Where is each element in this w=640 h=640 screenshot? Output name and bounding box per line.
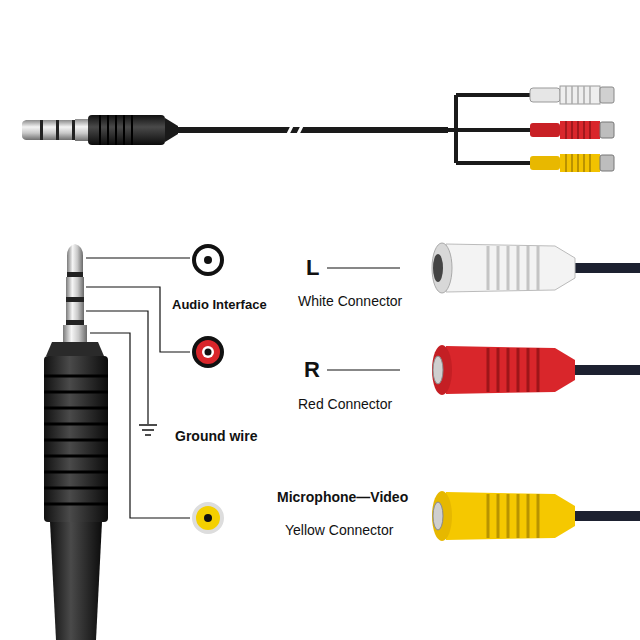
ground-symbol-part (145, 434, 151, 436)
big-jack-plug-part (66, 320, 84, 325)
ground-symbol-part (139, 424, 157, 426)
big-jack-plug-part (46, 342, 104, 356)
ground-symbol (139, 425, 157, 435)
top-jack-plug-part (131, 115, 133, 145)
top-jack-plug (22, 115, 178, 145)
top-jack-plug-part (88, 115, 165, 145)
big-white-rca (432, 243, 640, 293)
leader-lines-part (86, 287, 190, 352)
yellow-rca-symbol-part (194, 504, 222, 532)
connector-label: Red Connector (298, 397, 392, 412)
small-red-rca-part (530, 123, 560, 137)
big-red-rca-part (446, 346, 575, 394)
big-jack-plug-part (66, 277, 84, 297)
big-white-rca-part (432, 243, 452, 293)
big-red-rca-part (433, 356, 443, 384)
top-jack-plug-part (22, 120, 40, 140)
yellow-rca-symbol (194, 504, 222, 532)
big-jack-plug-part (66, 297, 84, 302)
small-red-rca (530, 121, 614, 139)
big-red-rca (432, 345, 640, 395)
top-jack-plug-part (59, 120, 72, 140)
big-white-rca-part (433, 254, 443, 282)
big-yellow-rca-part (446, 492, 575, 540)
big-jack-plug-part (44, 376, 108, 504)
big-red-rca-part (432, 345, 452, 395)
white-rca-symbol-part (204, 256, 212, 264)
small-white-rca-part (566, 86, 590, 104)
leader-lines-part (86, 257, 190, 258)
top-jack-plug-part (40, 120, 43, 140)
yellow-rca-symbol-part (204, 514, 212, 522)
connector-label: White Connector (298, 294, 402, 309)
big-white-rca-part (446, 244, 575, 292)
big-jack-plug-part (67, 272, 83, 277)
big-yellow-rca (432, 491, 640, 541)
top-jack-plug-part (123, 115, 125, 145)
ground-symbol-part (142, 429, 154, 431)
red-rca-symbol-part (194, 338, 222, 366)
top-jack-plug-part (115, 115, 117, 145)
channel-letter: L (306, 256, 319, 280)
small-yellow-rca-part (566, 154, 590, 172)
top-cable-part (286, 122, 294, 138)
big-jack-plug-part (50, 522, 102, 640)
channel-letter: R (304, 358, 320, 382)
top-cable-part (296, 122, 304, 138)
small-red-rca-part (566, 121, 590, 139)
small-yellow-rca-part (560, 154, 600, 172)
top-cable-part (176, 127, 448, 133)
small-white-rca-part (560, 86, 600, 104)
big-yellow-rca-part (570, 511, 640, 521)
small-yellow-rca-part (530, 156, 560, 170)
top-jack-plug-part (75, 119, 88, 141)
small-white-rca-part (530, 88, 560, 102)
top-jack-plug-part (72, 120, 75, 140)
small-red-rca-part (600, 122, 614, 138)
big-jack-plug-part (63, 325, 87, 342)
top-jack-plug-part (43, 120, 56, 140)
top-jack-plug-part (107, 115, 109, 145)
red-rca-symbol-part (202, 346, 214, 358)
leader-lines-part (327, 267, 400, 268)
leader-lines-part (327, 369, 400, 370)
big-yellow-rca-part (488, 494, 538, 538)
top-jack-plug-part (99, 115, 101, 145)
top-cable (176, 95, 532, 163)
big-red-rca-part (570, 365, 640, 375)
small-white-rca-part (600, 87, 614, 103)
top-cable-part (446, 95, 532, 163)
top-jack-plug-part (56, 120, 59, 140)
big-white-rca-part (570, 263, 640, 273)
white-rca-symbol-part (194, 246, 222, 274)
leader-lines-part (90, 333, 190, 518)
ground-label: Ground wire (175, 429, 257, 444)
white-rca-symbol (194, 246, 222, 274)
big-jack-plug-part (44, 356, 108, 522)
red-rca-symbol-part (205, 349, 212, 356)
port-label: Audio Interface (172, 298, 267, 312)
small-red-rca-part (560, 121, 600, 139)
signal-label: Microphone—Video (277, 490, 408, 505)
big-red-rca-part (488, 348, 538, 392)
big-yellow-rca-part (432, 491, 452, 541)
small-yellow-rca (530, 154, 614, 172)
big-jack-plug-part (67, 244, 83, 272)
big-yellow-rca-part (433, 502, 443, 530)
small-yellow-rca-part (600, 155, 614, 171)
leader-lines-part (86, 311, 148, 424)
big-jack-plug-part (66, 302, 84, 320)
connector-label: Yellow Connector (285, 523, 393, 538)
small-white-rca (530, 86, 614, 104)
big-white-rca-part (488, 246, 538, 290)
big-jack-plug (44, 244, 108, 640)
red-rca-symbol (194, 338, 222, 366)
